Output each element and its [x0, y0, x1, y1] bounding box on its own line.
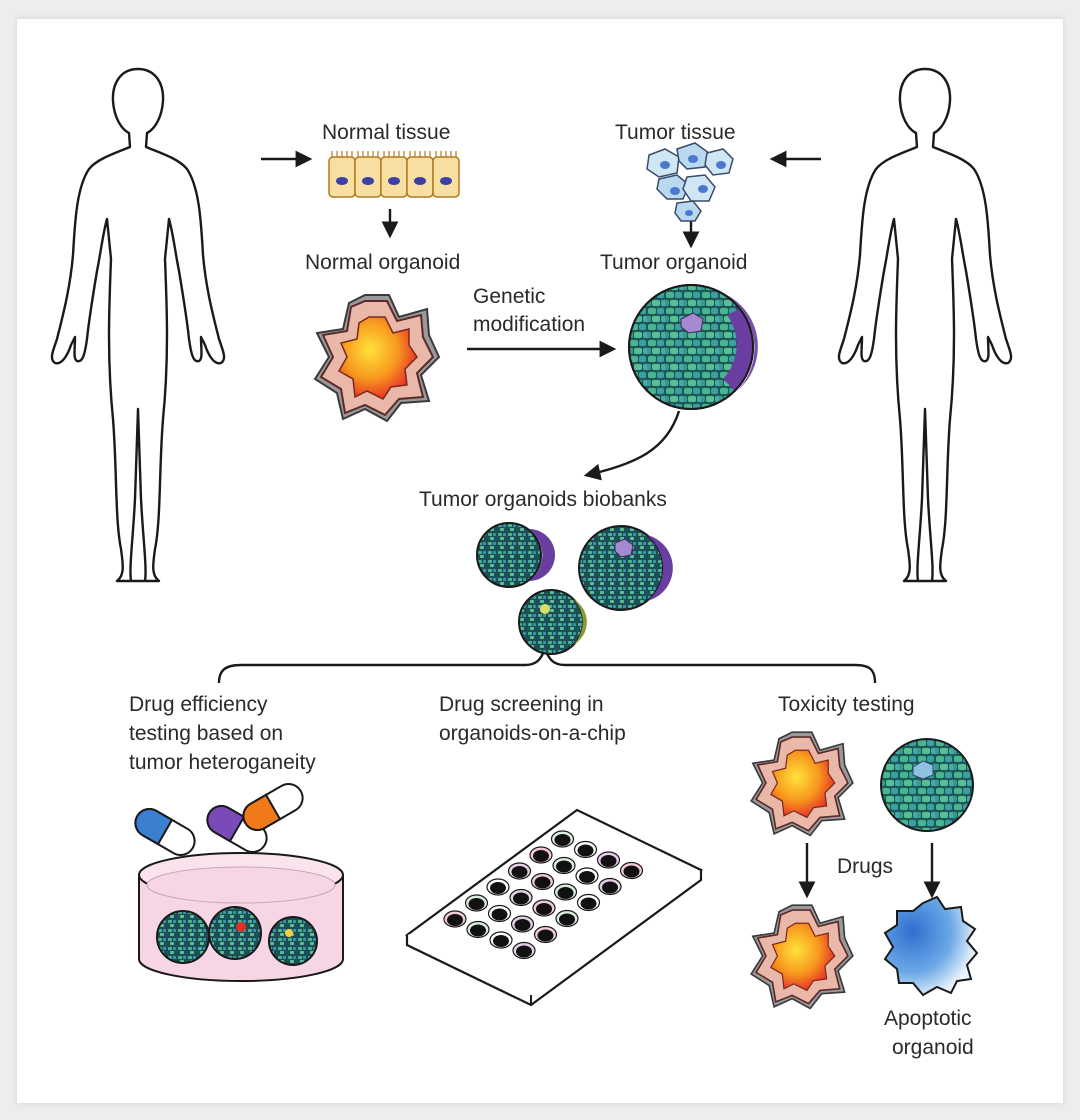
well-center: [602, 881, 618, 894]
human-silhouette-icon: [50, 67, 226, 583]
tumor-tissue-icon: [646, 142, 734, 222]
tumor-organoid-icon: [476, 522, 555, 588]
well-center: [536, 903, 552, 915]
organoid-icon: [313, 294, 441, 423]
biobank-organoids: [476, 522, 673, 655]
normal-tissue-icon: [328, 151, 460, 198]
well-center: [516, 945, 532, 958]
well-center: [447, 914, 463, 926]
tumor-organoid-icon: [880, 738, 974, 832]
label-genetic-1: Genetic: [473, 285, 546, 308]
label-tumor-tissue: Tumor tissue: [615, 121, 736, 144]
well-center: [579, 871, 595, 883]
label-normal-organoid: Normal organoid: [305, 251, 461, 274]
well-center: [514, 919, 531, 931]
figure-card: Normal tissue Tumor tissue Normal organo…: [16, 18, 1064, 1104]
well-center: [491, 908, 508, 921]
well-center: [580, 897, 597, 910]
label-drug-efficiency-3: tumor heteroganeity: [129, 751, 316, 774]
well-center: [511, 866, 528, 878]
pill-capsule-icon: [134, 808, 196, 856]
well-center: [513, 892, 529, 905]
petri-dish-icon: [138, 852, 344, 982]
apoptotic-organoid-icon: [883, 895, 979, 997]
tumor-organoid-icon: [628, 284, 758, 410]
diagram-canvas: [50, 67, 1013, 1010]
tumor-organoid-icon: [208, 906, 262, 960]
well-center: [534, 876, 551, 889]
organoid-icon: [750, 731, 854, 837]
well-center: [493, 935, 509, 947]
well-center: [559, 913, 575, 926]
label-toxicity-testing: Toxicity testing: [778, 693, 915, 716]
well-center: [533, 850, 549, 862]
label-normal-tissue: Normal tissue: [322, 121, 451, 144]
well-center: [577, 844, 594, 857]
tumor-organoid-icon: [518, 589, 587, 655]
well-center: [470, 924, 486, 937]
tumor-organoid-icon: [268, 916, 318, 966]
pill-capsule-icon: [242, 783, 304, 831]
organoid-icon: [750, 904, 854, 1010]
label-drugs: Drugs: [837, 855, 894, 878]
label-apoptotic-1: Apoptotic: [884, 1007, 972, 1030]
label-drug-efficiency-2: testing based on: [129, 722, 284, 745]
label-drug-efficiency-1: Drug efficiency: [129, 693, 268, 716]
label-drug-screening-2: organoids-on-a-chip: [439, 722, 626, 745]
tumor-organoid-icon: [156, 910, 210, 964]
flow-arrows: [261, 150, 941, 899]
well-center: [623, 865, 640, 878]
well-center: [557, 887, 574, 899]
well-center: [554, 834, 571, 846]
label-tumor-organoid: Tumor organoid: [600, 251, 748, 274]
label-apoptotic-2: organoid: [892, 1036, 974, 1059]
well-center: [468, 898, 485, 910]
well-center: [600, 855, 617, 867]
well-plate-icon: [404, 808, 704, 1007]
arrow-to-biobanks: [583, 410, 681, 481]
human-silhouette-icon: [837, 67, 1013, 583]
well-center: [537, 929, 554, 942]
label-biobanks: Tumor organoids biobanks: [419, 488, 667, 511]
label-drug-screening-1: Drug screening in: [439, 693, 604, 716]
well-center: [556, 860, 572, 873]
well-center: [490, 882, 506, 894]
tumor-organoid-icon: [578, 525, 673, 611]
label-genetic-2: modification: [473, 313, 586, 336]
